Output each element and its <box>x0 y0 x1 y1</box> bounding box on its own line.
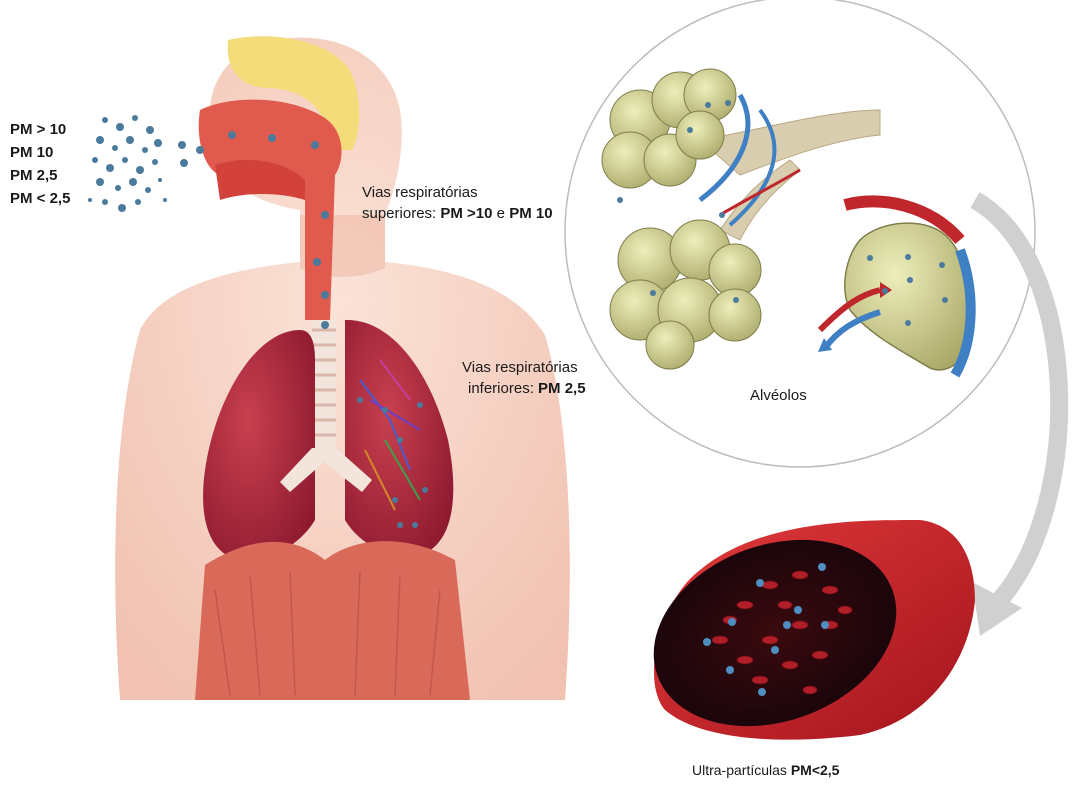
particle-cloud <box>88 115 204 212</box>
particle-label: PM 10 <box>10 141 70 164</box>
upper-airways-line1: Vias respiratórias <box>362 182 553 203</box>
bloodstream-prefix: Ultra-partículas <box>692 762 791 778</box>
upper-airways-prefix: superiores: <box>362 205 440 222</box>
lower-airways-pm: PM 2,5 <box>538 380 586 397</box>
upper-airways-joiner: e <box>493 205 510 222</box>
upper-airways-label: Vias respiratórias superiores: PM >10 e … <box>362 182 553 224</box>
particle-label: PM > 10 <box>10 118 70 141</box>
particle-label: PM 2,5 <box>10 164 70 187</box>
alveoli-label: Alvéolos <box>750 385 807 406</box>
lower-airways-prefix: inferiores: <box>468 380 538 397</box>
diaphragm <box>195 541 470 700</box>
upper-airways-pm1: PM >10 <box>440 205 492 222</box>
particle-label: PM < 2,5 <box>10 187 70 210</box>
upper-airways-pm2: PM 10 <box>509 205 552 222</box>
bloodstream-label: Ultra-partículas PM<2,5 <box>692 760 839 781</box>
lower-airways-line2: inferiores: PM 2,5 <box>462 378 586 399</box>
trachea <box>312 320 336 450</box>
blood-vessel <box>627 508 975 759</box>
bloodstream-pm: PM<2,5 <box>791 762 840 778</box>
particle-size-list: PM > 10 PM 10 PM 2,5 PM < 2,5 <box>10 118 70 210</box>
upper-airways-line2: superiores: PM >10 e PM 10 <box>362 203 553 224</box>
lower-airways-label: Vias respiratórias inferiores: PM 2,5 <box>462 357 586 399</box>
lower-airways-line1: Vias respiratórias <box>462 357 586 378</box>
